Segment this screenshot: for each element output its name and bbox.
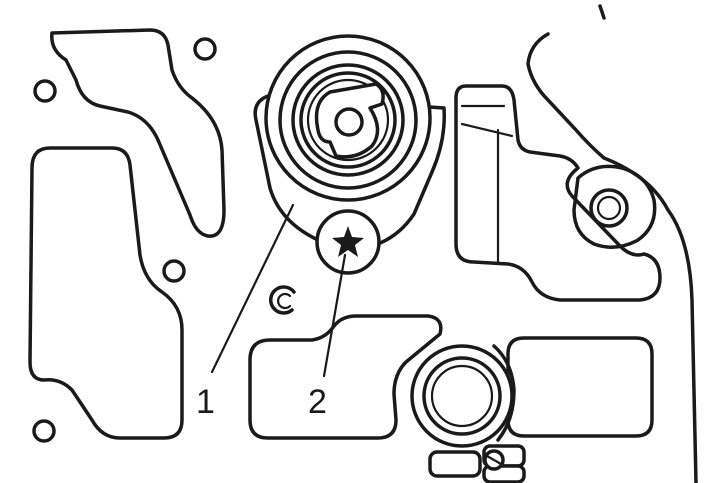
- right-housing-tick: [598, 4, 606, 20]
- leader-line-1: [210, 203, 295, 374]
- mounting-hole: [162, 259, 186, 283]
- mounting-hole: [32, 419, 56, 443]
- roller-guard: [492, 344, 516, 442]
- lower-right-block: [506, 336, 654, 438]
- clamp-screw-slot: [485, 454, 503, 466]
- mounting-hole: [193, 37, 217, 61]
- lower-roller-ring: [422, 356, 502, 436]
- lower-roller-outer: [410, 344, 514, 448]
- right-boss-hole-inner: [596, 195, 622, 221]
- right-housing-contour: [526, 32, 698, 483]
- mounting-hole: [33, 79, 57, 103]
- pulley-ring: [278, 50, 418, 190]
- lower-roller-ring: [430, 364, 494, 428]
- lower-middle-panel: [248, 314, 443, 440]
- pulley-ring: [291, 63, 405, 177]
- retaining-clip-inner: [277, 292, 292, 310]
- pulley-ring: [306, 78, 390, 162]
- clamp-plate: [428, 450, 482, 478]
- pulley-ring: [299, 71, 397, 169]
- pulley-hub: [334, 107, 364, 137]
- retaining-clip: [268, 285, 296, 315]
- star-socket-icon: [332, 226, 364, 257]
- right-boss-hole: [589, 188, 629, 228]
- bracket-detail-line: [460, 122, 514, 138]
- right-boss-outline: [572, 164, 657, 249]
- right-vertical-bracket: [454, 84, 662, 302]
- callout-label-1: 1: [196, 383, 215, 421]
- upper-left-bracket: [50, 28, 226, 238]
- leader-line-2: [322, 253, 347, 378]
- left-tall-panel: [28, 146, 184, 440]
- callout-label-2: 2: [308, 383, 327, 421]
